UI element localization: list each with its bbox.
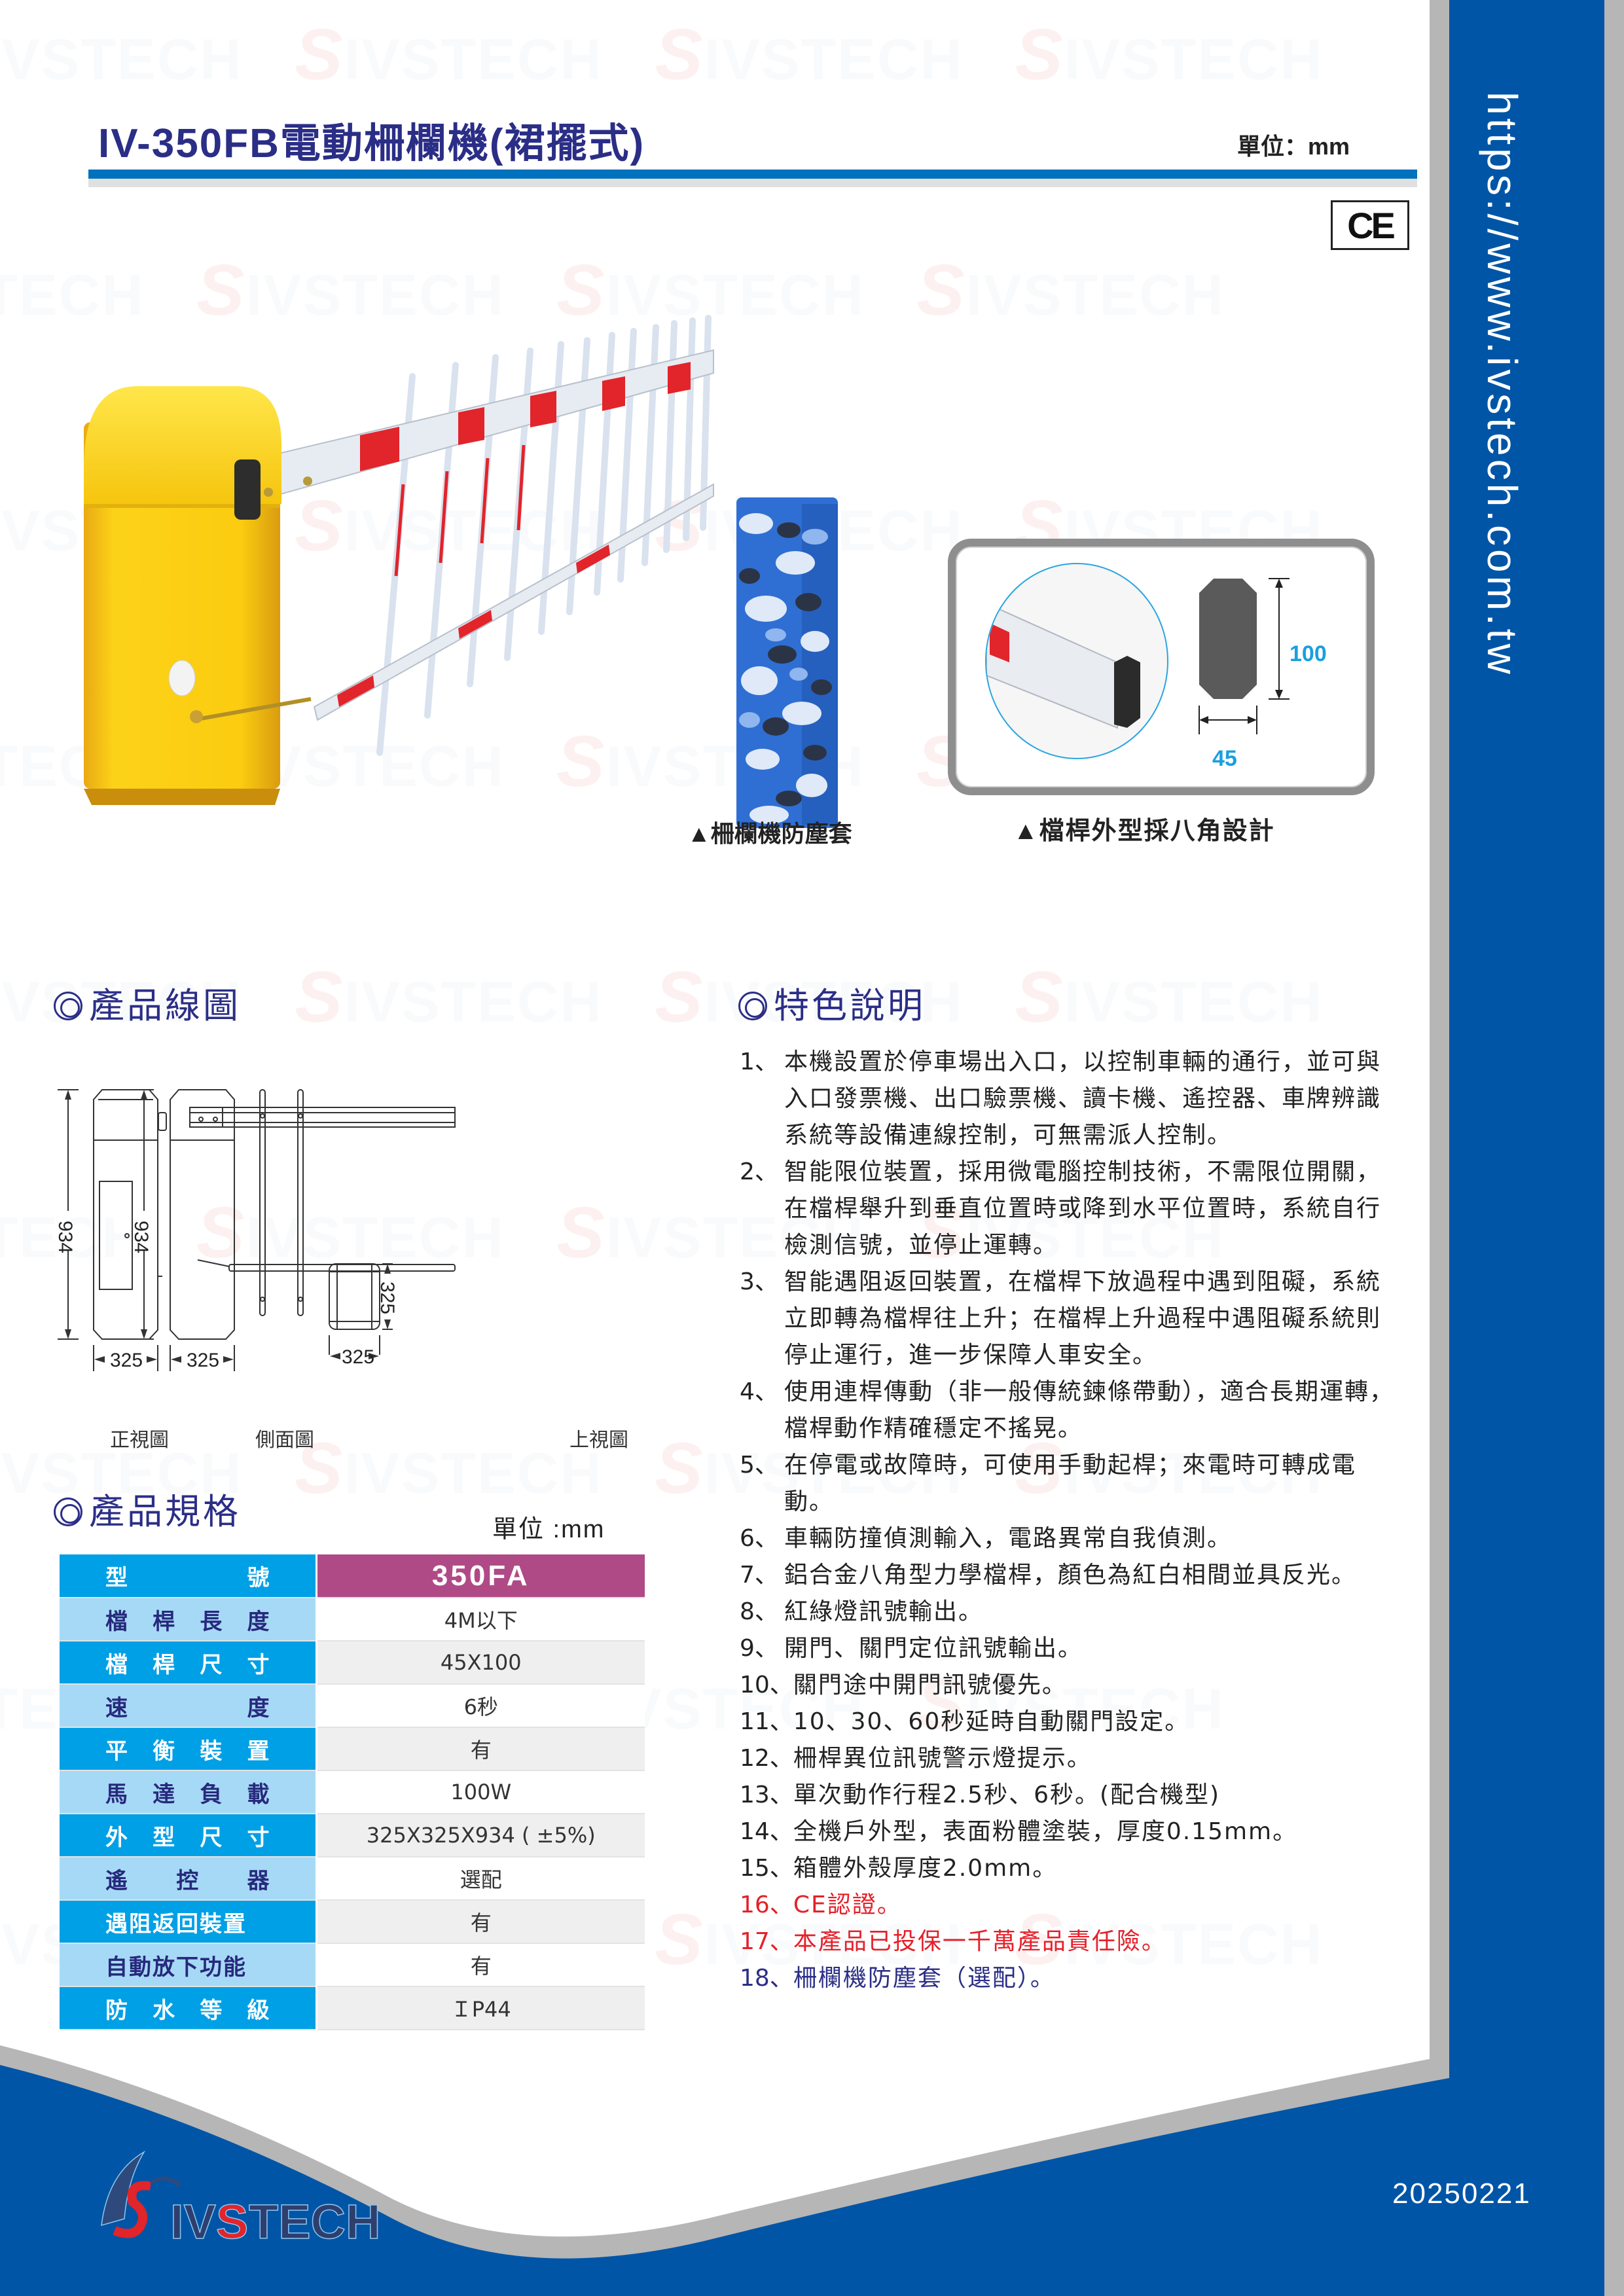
logo-iv: IV bbox=[170, 2195, 216, 2245]
spec-row: 自動放下功能 有 bbox=[60, 1943, 645, 1987]
feature-item: 9、開門、關門定位訊號輸出。 bbox=[740, 1635, 1083, 1662]
feature-list: 1、本機設置於停車場出入口，以控制車輛的通行，並可與入口發票機、出口驗票機、讀卡… bbox=[740, 1044, 1401, 1997]
model-value: 350FA bbox=[315, 1554, 645, 1598]
feature-item: 13、單次動作行程2.5秒、6秒。(配合機型) bbox=[740, 1782, 1221, 1808]
feature-item: 15、箱體外殼厚度2.0mm。 bbox=[740, 1855, 1058, 1882]
page-title: IV-350FB電動柵欄機(裙擺式) bbox=[98, 121, 645, 166]
feature-item-highlight: 17、本產品已投保一千萬產品責任險。 bbox=[740, 1928, 1166, 1955]
spec-key: 平衡裝置 bbox=[60, 1727, 316, 1771]
double-circle-icon bbox=[54, 992, 82, 1020]
boom-closeup-circle bbox=[985, 563, 1168, 759]
spec-value: 選配 bbox=[315, 1857, 645, 1901]
spec-key: 速度 bbox=[60, 1684, 316, 1728]
spec-value: 325X325X934 ( ±5%) bbox=[315, 1814, 645, 1857]
feature-item: 8、紅綠燈訊號輸出。 bbox=[740, 1598, 984, 1625]
spec-key: 遙控器 bbox=[60, 1857, 316, 1901]
spec-row: 檔桿尺寸 45X100 bbox=[60, 1641, 645, 1685]
dust-cover-caption: ▲柵欄機防塵套 bbox=[687, 820, 852, 847]
feature-item: 4、使用連桿傳動（非一般傳統鍊條帶動），適合長期運轉，檔桿動作精確穩定不搖晃。 bbox=[740, 1378, 1395, 1442]
spec-header-row: 型號 350FA bbox=[60, 1554, 645, 1598]
footer-wave bbox=[0, 2045, 1449, 2296]
sivstech-logo: IV S TECH bbox=[101, 2150, 381, 2245]
feature-item: 1、本機設置於停車場出入口，以控制車輛的通行，並可與入口發票機、出口驗票機、讀卡… bbox=[740, 1049, 1382, 1149]
spec-value: 45X100 bbox=[315, 1641, 645, 1685]
double-circle-icon bbox=[738, 992, 767, 1020]
feature-item: 10、關門途中開門訊號優先。 bbox=[740, 1672, 1067, 1698]
boom-closeup-icon bbox=[986, 602, 1140, 729]
spec-key: 型號 bbox=[60, 1554, 316, 1598]
top-depth-text: 325 bbox=[376, 1282, 398, 1314]
logo-s: S bbox=[216, 2195, 248, 2245]
boom-height-dimension: 100 bbox=[1290, 641, 1327, 666]
features-section-label: 特色說明 bbox=[774, 986, 926, 1026]
dust-cover-photo bbox=[736, 497, 838, 828]
section-title-drawing: 產品線圖 bbox=[54, 977, 241, 1028]
feature-item: 6、車輛防撞偵測輸入，電路異常自我偵測。 bbox=[740, 1525, 1233, 1552]
spec-value: 100W bbox=[315, 1770, 645, 1814]
spec-key: 馬達負載 bbox=[60, 1770, 316, 1814]
front-view-label: 正視圖 bbox=[110, 1429, 169, 1452]
feature-item: 5、在停電或故障時，可使用手動起桿；來電時可轉成電動。 bbox=[740, 1452, 1357, 1515]
spec-value: 有 bbox=[315, 1943, 645, 1987]
spec-row: 檔桿長度 4M以下 bbox=[60, 1598, 645, 1641]
header-divider-gray bbox=[88, 179, 1417, 187]
ce-mark-icon: CE bbox=[1331, 200, 1409, 250]
spec-row: 外型尺寸 325X325X934 ( ±5%) bbox=[60, 1814, 645, 1857]
feature-item: 14、全機戶外型，表面粉體塗裝，厚度0.15mm。 bbox=[740, 1818, 1298, 1845]
top-view-label: 上視圖 bbox=[569, 1429, 628, 1452]
feature-item: 2、智能限位裝置，採用微電腦控制技術，不需限位開關，在檔桿舉升到垂直位置時或降到… bbox=[740, 1158, 1382, 1259]
spec-key: 外型尺寸 bbox=[60, 1814, 316, 1857]
front-width-text: 325 bbox=[110, 1350, 143, 1371]
logo-tech: TECH bbox=[249, 2195, 380, 2245]
spec-key: 自動放下功能 bbox=[60, 1943, 316, 1987]
top-width-text: 325 bbox=[342, 1346, 374, 1368]
feature-item-optional: 18、柵欄機防塵套（選配）。 bbox=[740, 1965, 1055, 1992]
sidebar-blue-band bbox=[1449, 0, 1604, 2296]
spec-key: 遇阻返回裝置 bbox=[60, 1900, 316, 1944]
spec-row: 防水等級 ＩP44 bbox=[60, 1986, 645, 2030]
section-title-features: 特色說明 bbox=[738, 977, 926, 1028]
boom-profile-caption: ▲檔桿外型採八角設計 bbox=[1013, 817, 1275, 845]
website-url[interactable]: https://www.ivstech.com.tw bbox=[1479, 92, 1526, 677]
spec-value: 6秒 bbox=[315, 1684, 645, 1728]
spec-row: 速度 6秒 bbox=[60, 1684, 645, 1728]
feature-item: 3、智能遇阻返回裝置，在檔桿下放過程中遇到阻礙，系統立即轉為檔桿往上升；在檔桿上… bbox=[740, 1268, 1382, 1369]
header-divider-blue bbox=[88, 170, 1417, 179]
product-photo-barrier-gate bbox=[84, 315, 714, 805]
spec-row: 平衡裝置 有 bbox=[60, 1727, 645, 1771]
unit-label: 單位：mm bbox=[1237, 133, 1350, 160]
specs-section-label: 產品規格 bbox=[89, 1492, 241, 1532]
spec-table: 型號 350FA 檔桿長度 4M以下 檔桿尺寸 45X100 速度 6秒 平衡裝… bbox=[60, 1554, 645, 2030]
spec-row: 馬達負載 100W bbox=[60, 1770, 645, 1814]
feature-item: 11、10、30、60秒延時自動關門設定。 bbox=[740, 1708, 1190, 1735]
spec-value: 有 bbox=[315, 1727, 645, 1771]
drawing-section-label: 產品線圖 bbox=[89, 986, 241, 1026]
section-title-specs: 產品規格 bbox=[54, 1482, 241, 1534]
product-line-drawing: 934 934 325 325 325 325 bbox=[54, 1089, 456, 1371]
specs-unit-label: 單位 :mm bbox=[492, 1516, 605, 1543]
side-view-label: 側面圖 bbox=[255, 1429, 314, 1452]
spec-row: 遙控器 選配 bbox=[60, 1857, 645, 1901]
spec-value: ＩP44 bbox=[315, 1986, 645, 2030]
spec-value: 有 bbox=[315, 1900, 645, 1944]
side-width-text: 325 bbox=[187, 1350, 219, 1371]
front-height-text: 934 bbox=[54, 1221, 76, 1253]
spec-key: 防水等級 bbox=[60, 1986, 316, 2030]
feature-item: 7、鋁合金八角型力學檔桿，顏色為紅白相間並具反光。 bbox=[740, 1562, 1357, 1588]
feature-item: 12、柵桿異位訊號警示燈提示。 bbox=[740, 1745, 1092, 1772]
boom-width-dimension: 45 bbox=[1212, 746, 1237, 771]
side-height-text: 934 bbox=[130, 1221, 152, 1253]
spec-value: 4M以下 bbox=[315, 1598, 645, 1641]
spec-row: 遇阻返回裝置 有 bbox=[60, 1900, 645, 1944]
spec-key: 檔桿長度 bbox=[60, 1598, 316, 1641]
document-date: 20250221 bbox=[1392, 2178, 1531, 2210]
spec-key: 檔桿尺寸 bbox=[60, 1641, 316, 1685]
octagon-profile-icon bbox=[1199, 578, 1290, 734]
double-circle-icon bbox=[54, 1498, 82, 1526]
feature-item-highlight: 16、CE認證。 bbox=[740, 1892, 902, 1918]
